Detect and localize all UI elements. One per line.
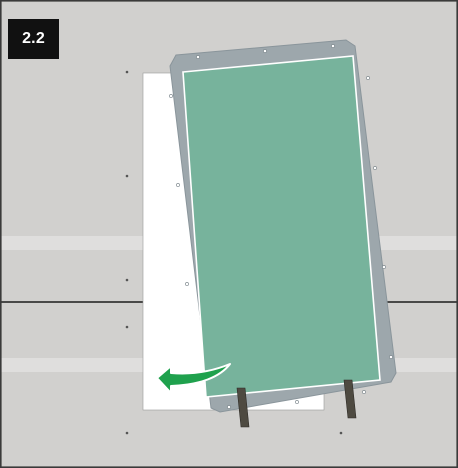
wall-dots <box>125 70 343 435</box>
wall-dot <box>125 278 129 282</box>
wall-dot <box>339 431 343 435</box>
strap-icon <box>343 379 357 419</box>
screw-hole-icon <box>373 166 377 170</box>
wall-dot <box>125 70 129 74</box>
straps <box>236 379 357 428</box>
screw-hole-icon <box>366 76 370 80</box>
curved-left-arrow-icon <box>156 363 231 394</box>
screw-hole-icon <box>295 400 299 404</box>
wall-dot <box>125 325 129 329</box>
tilted-board-assembly <box>169 39 397 428</box>
screw-hole-icon <box>169 94 173 98</box>
frame-holes <box>169 44 393 409</box>
screw-hole-icon <box>263 49 267 53</box>
screw-hole-icon <box>227 405 231 409</box>
arrow-body <box>156 363 231 394</box>
screw-hole-icon <box>389 355 393 359</box>
screw-hole-icon <box>176 183 180 187</box>
strap-icon <box>236 387 250 428</box>
step-badge <box>8 19 59 59</box>
wall-dot <box>125 431 129 435</box>
screw-hole-icon <box>185 282 189 286</box>
screw-hole-icon <box>196 55 200 59</box>
screw-hole-icon <box>362 390 366 394</box>
green-board <box>182 55 381 398</box>
screw-hole-icon <box>382 265 386 269</box>
wall-dot <box>125 174 129 178</box>
screw-hole-icon <box>331 44 335 48</box>
step-label: 2.2 <box>22 30 45 47</box>
